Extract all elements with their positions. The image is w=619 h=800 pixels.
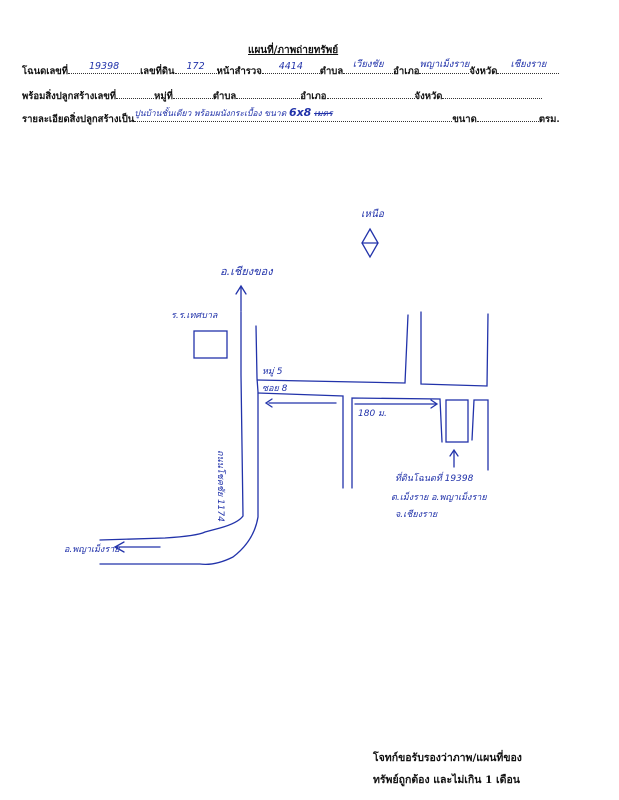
- details-field: ปูนบ้านชั้นเดียว พร้อมผนังกระเบื้อง ขนาด…: [134, 106, 453, 122]
- form-line-3: รายละเอียดสิ่งปลูกสร้างเป็นปูนบ้านชั้นเด…: [22, 106, 560, 127]
- moo-map-label: หมู่ 5: [262, 367, 283, 377]
- area-unit: ตรม.: [538, 114, 560, 125]
- land-pointer-arrowhead-icon: [449, 448, 459, 457]
- school-label: ร.ร.เทศบาล: [171, 311, 218, 321]
- main-road-right-edge: [99, 325, 259, 565]
- amphoe2-field: [326, 88, 415, 99]
- document-title: แผนที่/ภาพถ่ายทรัพย์: [248, 45, 339, 56]
- distance-left-arrowhead-icon: [264, 398, 273, 408]
- form-line-1: โฉนดเลขที่ 19398 เลขที่ดิน 172 หน้าสำรวจ 4414…: [22, 59, 560, 79]
- distance-label: 180 ม.: [358, 409, 387, 419]
- deed-field: 19398: [68, 61, 141, 74]
- north-arrow-icon: [361, 227, 379, 259]
- north-label: เหนือ: [361, 209, 384, 220]
- details-label: รายละเอียดสิ่งปลูกสร้างเป็น: [22, 114, 135, 125]
- tambon-value: เวียงชัย: [352, 59, 384, 70]
- deed-label: โฉนดเลขที่: [22, 66, 69, 77]
- province-field: เชียงราย: [497, 59, 560, 74]
- size-value: 6x8: [288, 106, 312, 119]
- distance-right-arrowhead-icon: [430, 399, 439, 409]
- building-no-field: [116, 88, 155, 99]
- survey-page-field: 4414: [261, 61, 320, 74]
- size-label: ขนาด: [452, 114, 477, 125]
- to-left-label: อ.พญาเม็งราย: [64, 545, 120, 555]
- soi-bottom-middle-edge: [351, 397, 443, 489]
- to-top-label: อ.เชียงของ: [220, 265, 273, 278]
- amphoe-field: พญาเม็งราย: [419, 59, 470, 74]
- amphoe-value: พญาเม็งราย: [419, 59, 470, 70]
- moo-field: [172, 88, 213, 99]
- moo-label: หมู่ที่: [154, 91, 173, 102]
- amphoe2-label: อำเภอ: [300, 91, 327, 102]
- soi-top-right-edge: [420, 311, 489, 387]
- province2-field: [442, 88, 543, 99]
- province-value: เชียงราย: [510, 59, 547, 70]
- details-value: ปูนบ้านชั้นเดียว พร้อมผนังกระเบื้อง ขนาด…: [134, 106, 452, 120]
- details-text: ปูนบ้านชั้นเดียว พร้อมผนังกระเบื้อง ขนาด: [134, 109, 287, 119]
- province-label: จังหวัด: [469, 66, 498, 77]
- soi-top-edge: [256, 314, 409, 384]
- size-field: [476, 111, 539, 122]
- soi-bottom-right-edge: [471, 399, 489, 471]
- province2-label: จังหวัด: [414, 91, 443, 102]
- deed-value: 19398: [88, 61, 120, 72]
- land-label: ที่ดินโฉนดที่ 19398: [395, 474, 474, 484]
- tambon-field: เวียงชัย: [343, 59, 394, 74]
- amphoe-label: อำเภอ: [393, 66, 420, 77]
- road-up-arrowhead-icon: [235, 284, 247, 295]
- road-label: ถนนโชคชัย 1174: [215, 450, 225, 522]
- main-road-left-edge: [99, 311, 244, 541]
- soi-bottom-left-edge: [257, 392, 344, 489]
- land-no-value: 172: [186, 61, 205, 72]
- survey-page-label: หน้าสำรวจ: [216, 66, 262, 77]
- footer-line-1: โจทก์ขอรับรองว่าภาพ/แผนที่ของ: [373, 752, 522, 764]
- footer-line-2: ทรัพย์ถูกต้อง และไม่เกิน 1 เดือน: [373, 774, 520, 786]
- building-no-label: พร้อมสิ่งปลูกสร้างเลขที่: [22, 91, 117, 102]
- school-building: [193, 330, 228, 359]
- soi-label: ซอย 8: [262, 384, 288, 394]
- tambon2-label: ตำบล: [212, 91, 237, 102]
- land-address-2: จ.เชียงราย: [395, 510, 438, 520]
- tambon-label: ตำบล: [319, 66, 344, 77]
- tambon2-field: [236, 88, 301, 99]
- size-unit-hand: เมตร: [314, 109, 333, 119]
- land-parcel: [445, 399, 469, 443]
- land-no-field: 172: [174, 61, 217, 74]
- road-left-arrowhead-icon: [113, 541, 125, 553]
- form-line-2: พร้อมสิ่งปลูกสร้างเลขที่ หมู่ที่ ตำบล อำเภอ…: [22, 88, 543, 104]
- land-address-1: ต.เม็งราย อ.พญาเม็งราย: [391, 493, 487, 503]
- land-no-label: เลขที่ดิน: [140, 66, 175, 77]
- survey-page-value: 4414: [278, 61, 303, 72]
